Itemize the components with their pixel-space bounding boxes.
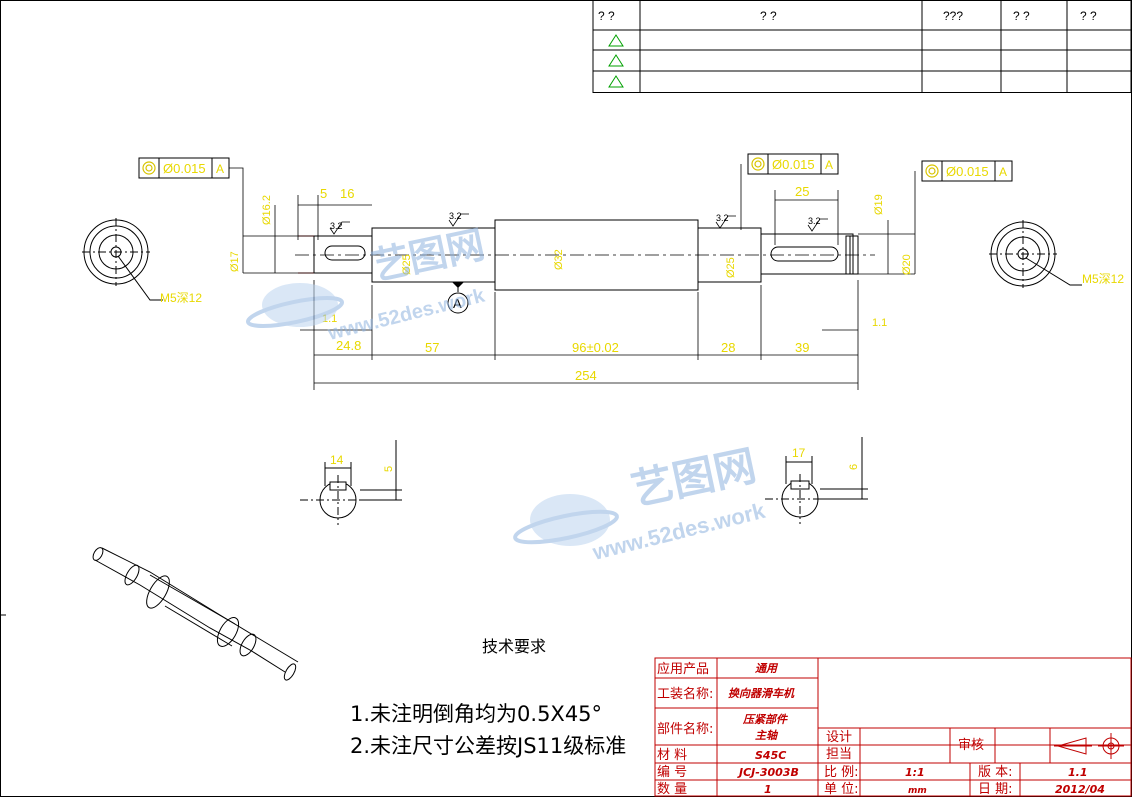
roughness-2: 3.2	[449, 211, 462, 221]
tb-app-label: 应用产品	[657, 661, 709, 677]
watermark-brand-1: 艺图网	[368, 222, 489, 289]
gdt-frame-left: Ø0.015 A	[138, 157, 230, 179]
rev-header-5: ? ?	[1080, 9, 1097, 23]
gdt-frame-middle: Ø0.015 A	[747, 153, 839, 175]
rev-header-1: ? ?	[598, 9, 615, 23]
dim-25: 25	[795, 184, 809, 199]
rev-header-3: ???	[943, 9, 963, 23]
end-view-left	[82, 218, 163, 301]
tb-number-value: JCJ-3003B	[737, 766, 799, 779]
isometric-shaft-view	[92, 547, 299, 681]
tb-unit-label: 单 位:	[824, 782, 859, 797]
dim-dia16-2: Ø16.2	[261, 195, 273, 225]
tb-scale-value: 1:1	[905, 766, 925, 779]
section-view-right	[765, 437, 868, 524]
gdt-left-tolerance: Ø0.015	[163, 161, 206, 176]
revision-table	[592, 0, 1132, 93]
tb-part-label: 部件名称:	[657, 721, 713, 737]
tb-part-value-2: 主轴	[755, 729, 779, 742]
roughness-1: 3.2	[330, 221, 343, 231]
tb-material-value: S45C	[755, 749, 786, 762]
concentricity-icon	[751, 157, 765, 171]
dim-24-8: 24.8	[336, 338, 361, 353]
watermark-url-2: www.52des.work	[589, 498, 768, 565]
dim-39: 39	[795, 340, 809, 355]
tb-material-label: 材 料	[657, 748, 687, 763]
gdt-middle-datum: A	[825, 158, 833, 172]
m5-left-label: M5深12	[160, 291, 202, 305]
dim-dia17: Ø17	[229, 251, 241, 272]
roughness-symbols	[329, 213, 828, 235]
watermark-2: 艺图网 www.52des.work	[513, 441, 768, 565]
tb-date-label: 日 期:	[978, 782, 1013, 797]
gdt-right-tolerance: Ø0.015	[946, 164, 989, 179]
tb-unit-value: mm	[908, 786, 927, 796]
dim-16: 16	[340, 186, 354, 201]
gdt-middle-tolerance: Ø0.015	[772, 157, 815, 172]
concentricity-icon	[142, 161, 156, 175]
end-view-right	[989, 220, 1082, 288]
dim-28: 28	[721, 340, 735, 355]
tb-qty-value: 1	[764, 783, 772, 796]
datum-a-label: A	[453, 296, 462, 311]
tb-design-label: 设计	[826, 730, 852, 745]
section-dim-5: 5	[383, 466, 395, 472]
datum-a-marker: A	[447, 282, 469, 314]
triangle-icon	[608, 34, 624, 47]
rev-header-4: ? ?	[1013, 9, 1030, 23]
section-dim-6: 6	[848, 464, 860, 470]
dim-5: 5	[320, 186, 327, 201]
tb-app-value: 通用	[755, 662, 779, 675]
tb-charge-label: 担当	[826, 747, 852, 762]
revision-triangle-icons	[608, 34, 624, 88]
dim-57: 57	[425, 340, 439, 355]
tech-title: 技术要求	[482, 637, 546, 656]
dim-dia20: Ø20	[901, 254, 913, 275]
dim-dia19: Ø19	[873, 194, 885, 215]
concentricity-icon	[925, 164, 939, 178]
tech-line-1: 1.未注明倒角均为0.5X45°	[350, 702, 602, 726]
m5-right-label: M5深12	[1082, 272, 1124, 286]
tb-scale-label: 比 例:	[824, 765, 859, 780]
dim-1-1-right: 1.1	[872, 317, 887, 329]
tech-line-2: 2.未注尺寸公差按JS11级标准	[350, 734, 626, 758]
dim-dia25-right: Ø25	[725, 257, 737, 278]
dim-96: 96±0.02	[572, 340, 619, 355]
tb-tool-value: 换向器滑车机	[728, 687, 795, 700]
gdt-left-datum: A	[216, 162, 224, 176]
gdt-frame-right: Ø0.015 A	[921, 160, 1013, 182]
tb-review-label: 审核	[958, 738, 984, 753]
dim-254: 254	[575, 368, 597, 383]
tb-qty-label: 数 量	[657, 782, 687, 797]
projection-symbol-icon	[1054, 733, 1124, 759]
watermark-url-1: www.52des.work	[325, 284, 488, 345]
section-dim-14: 14	[330, 453, 344, 467]
dimension-lines	[229, 164, 916, 390]
dim-dia25-left: Ø25	[401, 254, 413, 275]
tb-date-value: 2012/04	[1055, 783, 1105, 796]
tb-number-label: 编 号	[657, 765, 687, 780]
tb-tool-label: 工装名称:	[657, 686, 713, 702]
watermark-1: 艺图网 www.52des.work	[246, 222, 488, 345]
title-block	[654, 657, 1132, 797]
roughness-4: 3.2	[808, 216, 821, 226]
tb-version-label: 版 本:	[978, 765, 1013, 780]
section-dim-17: 17	[792, 446, 806, 460]
tb-version-value: 1.1	[1068, 766, 1088, 779]
roughness-3: 3.2	[716, 213, 729, 223]
section-view-left	[300, 440, 402, 525]
tb-part-value-1: 压紧部件	[742, 713, 789, 726]
triangle-icon	[608, 54, 624, 67]
triangle-icon	[608, 75, 624, 88]
dim-dia32: Ø32	[553, 249, 565, 270]
rev-header-2: ? ?	[760, 9, 777, 23]
gdt-right-datum: A	[999, 165, 1007, 179]
